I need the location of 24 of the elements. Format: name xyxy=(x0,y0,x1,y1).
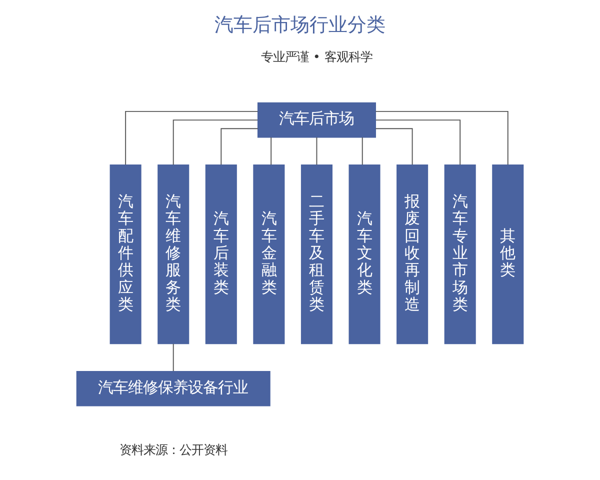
node-box: 汽车维修保养设备行业 xyxy=(76,370,270,406)
node-box: 二手车及租赁类 xyxy=(300,164,332,344)
node-box: 汽车后装类 xyxy=(205,164,237,344)
connector xyxy=(270,136,272,166)
connector xyxy=(375,110,508,166)
connector xyxy=(172,343,174,372)
label: 资料来源：公开资料 xyxy=(119,442,228,457)
node-box: 汽车后市场 xyxy=(257,102,376,138)
connector xyxy=(125,110,258,166)
connector xyxy=(362,136,363,166)
node-box: 汽车文化类 xyxy=(348,164,380,344)
connector xyxy=(316,136,318,166)
connector xyxy=(375,120,461,166)
node-box: 汽车金融类 xyxy=(253,164,285,344)
connector xyxy=(220,128,258,166)
node-box: 其他类 xyxy=(492,164,524,344)
node-box: 汽车专业市场类 xyxy=(444,164,476,344)
diagram-title: 汽车后市场行业分类 xyxy=(214,13,386,36)
connector xyxy=(172,120,258,166)
node-box: 汽车配件供应类 xyxy=(110,164,142,344)
node-box: 汽车维修服务类 xyxy=(158,164,190,344)
connector xyxy=(375,128,413,166)
label: 专业严谨 • 客观科学 xyxy=(261,49,372,64)
node-box: 报废回收再制造 xyxy=(396,164,428,344)
